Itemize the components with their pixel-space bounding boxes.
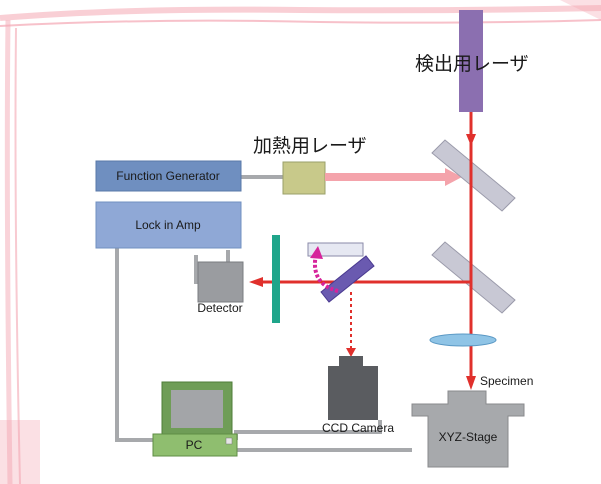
ccd-camera <box>328 356 378 420</box>
detection-laser-label: 検出用レーザ <box>415 53 529 75</box>
lower-mirror <box>431 241 516 314</box>
specimen-label: Specimen <box>480 374 533 388</box>
upper-mirror <box>431 139 516 212</box>
ccd-camera-label: CCD Camera <box>322 421 394 435</box>
pc-label: PC <box>186 438 203 452</box>
lock-in-amp-label: Lock in Amp <box>135 218 201 232</box>
objective-lens <box>429 333 497 347</box>
beam-arrow-down-2 <box>466 376 476 390</box>
detection-laser <box>459 10 483 112</box>
beam-arrow-left <box>249 277 263 287</box>
detector <box>197 261 244 303</box>
detector-label: Detector <box>197 301 242 315</box>
reflected-plate <box>307 242 364 257</box>
rotation-arrow-head <box>310 246 323 259</box>
pc-drive-icon <box>225 437 233 445</box>
xyz-stage <box>411 390 525 468</box>
camera-beam-arrow <box>346 348 356 357</box>
beam-splitter <box>320 255 375 303</box>
lock-in-amp <box>95 201 242 249</box>
pc-screen <box>171 390 223 428</box>
heating-laser <box>282 161 326 195</box>
beam-arrow-down-1 <box>466 134 476 146</box>
function-generator <box>95 160 242 192</box>
heating-laser-label: 加熱用レーザ <box>253 135 367 157</box>
pc <box>152 381 238 457</box>
optical-filter <box>272 235 280 323</box>
heating-beam <box>325 168 462 186</box>
xyz-stage-label: XYZ-Stage <box>439 430 498 444</box>
function-generator-label: Function Generator <box>116 169 219 183</box>
